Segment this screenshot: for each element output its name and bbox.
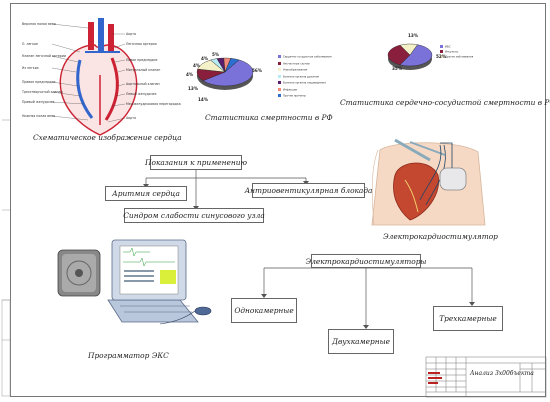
mortality-pie-chart	[196, 57, 254, 90]
legend-label: Новообразования	[283, 68, 308, 72]
pacemaker-types-connectors	[263, 267, 473, 327]
heart-label-left: Трехстворчатый клапан	[22, 90, 63, 94]
pie-value-label: 4%	[193, 63, 201, 68]
heart-label-right: Легочная артерия	[126, 42, 157, 46]
pie-slice	[224, 58, 240, 73]
heart-label-right: Левый желудочек	[126, 92, 157, 96]
legend-label: Другие заболевания	[445, 55, 474, 59]
heart-label-right: Левое предсердие	[126, 58, 158, 62]
heart-label-right: Аортальный клапан	[126, 82, 160, 86]
heart-schematic-icon	[51, 18, 138, 136]
heart-label-left: Верхняя полая вена	[22, 22, 56, 26]
legend-entry: Болезни органов пищеварения	[278, 81, 326, 85]
heart-label-right: Межжелудочковая перегородка	[126, 102, 181, 106]
legend-swatch	[440, 50, 443, 53]
indication-arrhythmia-node: Аритмия сердца	[105, 186, 187, 201]
legend-swatch	[278, 61, 281, 65]
pie-value-label: 52%	[436, 54, 447, 59]
legend-swatch	[278, 94, 281, 97]
legend-entry: Новообразования	[278, 68, 307, 72]
legend-entry: Инсульты	[440, 50, 458, 54]
title-block-grid	[425, 356, 547, 398]
legend-swatch	[440, 55, 443, 58]
triple-chamber-node: Трехкамерные	[433, 306, 503, 331]
pacemaker-chest-icon	[371, 138, 486, 226]
legend-label: ИБС	[445, 45, 451, 49]
pie-value-label: 35%	[392, 66, 403, 71]
legend-swatch	[278, 55, 281, 58]
legend-entry: ИБС	[440, 45, 451, 49]
dual-chamber-node: Двухкамерные	[328, 329, 394, 354]
drawing-frame	[10, 3, 546, 397]
pie-value-label: 4%	[201, 56, 209, 61]
cv-mortality-pie-chart	[387, 43, 433, 70]
heart-label-right: Аорта	[126, 32, 136, 36]
single-chamber-node: Однокамерные	[231, 298, 297, 323]
heart-label-right: Аорта	[126, 116, 136, 120]
mortality-chart-caption: Статистика смертности в РФ	[205, 113, 333, 122]
programmer-caption: Программатор ЭКС	[88, 351, 169, 360]
pacemaker-types-arrowheads	[261, 294, 475, 329]
frame-ticks	[1, 119, 11, 397]
pacemakers-root-node: Электрокардиостимуляторы	[306, 254, 426, 268]
legend-entry: Инфекции	[278, 87, 298, 91]
title-block-stamp	[428, 372, 442, 384]
title-block-title: Анализ 3х00бъекта	[470, 370, 534, 377]
legend-swatch	[278, 68, 281, 71]
legend-swatch	[278, 74, 281, 78]
legend-label: Инфекции	[283, 88, 298, 91]
pie-slice	[387, 44, 411, 66]
heart-label-left: Из легких	[22, 66, 39, 70]
heart-label-left: Нижняя полая вена	[22, 114, 56, 118]
legend-entry: Болезни органов дыхания	[278, 74, 319, 78]
legend-label: Прочие причины	[283, 94, 306, 98]
legend-label: Сердечно-сосудистые заболевания	[283, 55, 332, 59]
heart-label-right: Митральный клапан	[126, 68, 161, 72]
legend-entry: Сердечно-сосудистые заболевания	[278, 55, 332, 59]
legend-entry: Другие заболевания	[440, 55, 473, 59]
legend-label: Несчастные случаи	[283, 62, 310, 65]
indication-sick-sinus-node: Синдром слабости синусового узла	[123, 208, 265, 223]
programmer-device-icon	[57, 239, 212, 325]
pie-value-label: 14%	[198, 97, 209, 102]
pie-value-label: 13%	[188, 86, 199, 91]
legend-swatch	[278, 81, 281, 84]
legend-swatch	[440, 45, 443, 48]
indication-av-block-node: Антриовентикулярная блокада	[245, 183, 372, 198]
heart-label-left: Правый желудочек	[22, 100, 55, 104]
heart-label-left: Правое предсердие	[22, 80, 56, 84]
pie-value-label: 5%	[212, 52, 220, 57]
cv-mortality-chart-caption: Статистика сердечно-сосудистой смертност…	[340, 98, 550, 107]
heart-schematic-caption: Схематическое изображение сердца	[33, 133, 182, 142]
pie-slice	[202, 59, 254, 87]
indications-root-node: Показания к применению	[145, 155, 247, 170]
pie-slice	[399, 43, 418, 56]
legend-label: Болезни органов дыхания	[283, 75, 319, 78]
pie-slice	[399, 44, 433, 67]
heart-label-left: Л. легкое	[22, 42, 38, 46]
legend-label: Инсульты	[445, 50, 459, 54]
pacemaker-caption: Электрокардиостимулятор	[383, 232, 498, 241]
pie-value-label: 4%	[186, 72, 194, 77]
heart-label-left: Клапан легочной артерии	[22, 54, 66, 58]
legend-entry: Несчастные случаи	[278, 61, 310, 65]
pie-value-label: 13%	[408, 33, 419, 38]
pie-value-label: 56%	[252, 68, 263, 73]
legend-swatch	[278, 87, 281, 91]
legend-entry: Прочие причины	[278, 94, 306, 98]
legend-label: Болезни органов пищеварения	[283, 81, 326, 85]
